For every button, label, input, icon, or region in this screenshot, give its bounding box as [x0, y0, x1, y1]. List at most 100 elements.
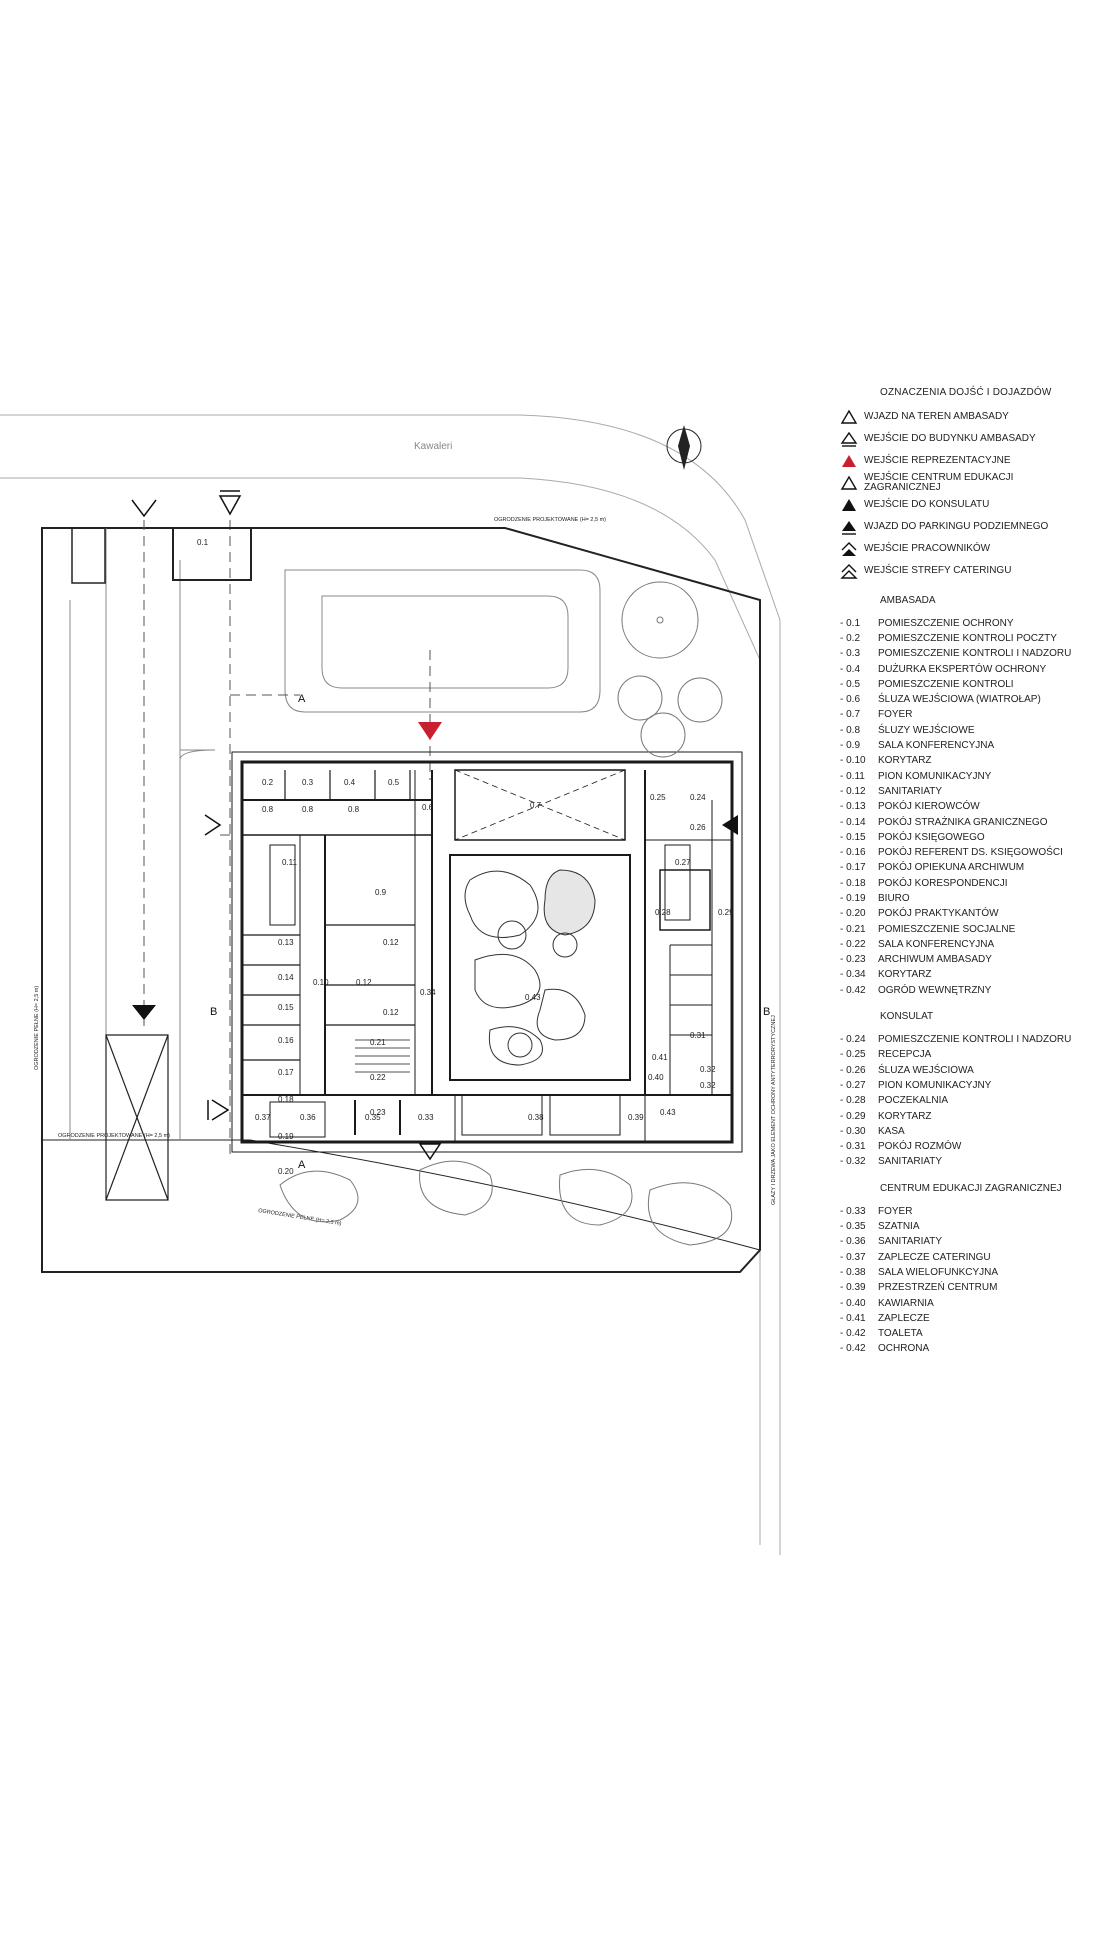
section-a-bottom: A — [298, 1159, 306, 1171]
triangle-double-outline-icon — [840, 564, 858, 579]
legend-room-code: - 0.22 — [840, 938, 866, 950]
legend-room-name: KASA — [878, 1125, 905, 1137]
street-edge-outer — [0, 414, 781, 1555]
room-label: 0.39 — [628, 1113, 644, 1122]
plan-legend: OZNACZENIA DOJŚĆ I DOJAZDÓW WJAZD NA TER… — [840, 388, 1090, 1357]
legend-symbol-label: WEJŚCIE STREFY CATERINGU — [864, 565, 1012, 576]
legend-symbol-row: WEJŚCIE REPREZENTACYJNE — [840, 450, 1090, 472]
legend-room-code: - 0.5 — [840, 678, 861, 690]
section-b-left: B — [210, 1006, 217, 1018]
room-label: 0.4 — [344, 778, 356, 787]
legend-room-code: - 0.40 — [840, 1297, 866, 1309]
legend-room-name: ŚLUZA WEJŚCIOWA (WIATROŁAP) — [878, 694, 1041, 706]
legend-room-code: - 0.18 — [840, 877, 866, 889]
legend-room-code: - 0.28 — [840, 1095, 866, 1107]
vehicle-entry-icon — [131, 499, 157, 518]
legend-room-name: POKÓJ KIEROWCÓW — [878, 801, 980, 813]
room-label: 0.18 — [278, 1095, 294, 1104]
section-b-right: B — [763, 1006, 770, 1018]
legend-room-name: KORYTARZ — [878, 1110, 932, 1122]
room-label: 0.15 — [278, 1003, 294, 1012]
legend-symbol-row: WEJŚCIE CENTRUM EDUKACJI ZAGRANICZNEJ — [840, 472, 1090, 494]
room-label: 0.12 — [383, 938, 399, 947]
main-entrance-red-icon — [418, 722, 442, 740]
legend-room-code: - 0.12 — [840, 785, 866, 797]
legend-room-name: POKÓJ PRAKTYKANTÓW — [878, 908, 999, 920]
room-label: 0.34 — [420, 988, 436, 997]
legend-room-row: - 0.5 POMIESZCZENIE KONTROLI — [840, 677, 1090, 692]
legend-room-name: PRZESTRZEŃ CENTRUM — [878, 1282, 998, 1294]
legend-room-name: SANITARIATY — [878, 1236, 943, 1248]
legend-room-name: RECEPCJA — [878, 1049, 932, 1061]
room-label: 0.6 — [422, 803, 434, 812]
legend-room-code: - 0.41 — [840, 1312, 866, 1324]
legend-room-code: - 0.26 — [840, 1064, 866, 1076]
building-outline — [231, 751, 743, 1153]
legend-room-name: POKÓJ OPIEKUNA ARCHIWUM — [878, 862, 1025, 874]
legend-room-code: - 0.7 — [840, 709, 861, 721]
room-label: 0.25 — [650, 793, 666, 802]
room-label: 0.26 — [690, 823, 706, 832]
street-label: Kawaleri — [414, 441, 452, 452]
room-label: 0.5 — [388, 778, 400, 787]
room-label: 0.13 — [278, 938, 294, 947]
room-label: 0.7 — [530, 801, 542, 810]
legend-room-code: - 0.16 — [840, 847, 866, 859]
room-label: 0.8 — [348, 805, 360, 814]
section-markers: A A B B — [210, 693, 770, 1171]
entrance-markers — [131, 490, 738, 1161]
site-trees — [279, 581, 732, 1246]
ambasada-title: AMBASADA — [880, 595, 936, 606]
room-label: 0.24 — [690, 793, 706, 802]
legend-room-code: - 0.10 — [840, 755, 866, 767]
courtyard-garden — [464, 869, 596, 1066]
legend-symbol-row: WEJŚCIE STREFY CATERINGU — [840, 560, 1090, 582]
legend-room-name: POMIESZCZENIE KONTROLI POCZTY — [878, 632, 1057, 644]
legend-room-row: - 0.39 PRZESTRZEŃ CENTRUM — [840, 1281, 1090, 1296]
room-label: 0.33 — [418, 1113, 434, 1122]
legend-room-code: - 0.33 — [840, 1205, 866, 1217]
legend-room-name: POMIESZCZENIE OCHRONY — [878, 617, 1014, 629]
street-edge-inner — [0, 477, 761, 1545]
legend-room-name: POKÓJ REFERENT DS. KSIĘGOWOŚCI — [878, 847, 1063, 859]
legend-room-code: - 0.31 — [840, 1141, 866, 1153]
legend-room-code: - 0.14 — [840, 816, 866, 828]
room-label: 0.40 — [648, 1073, 664, 1082]
room-label: 0.8 — [302, 805, 314, 814]
legend-symbol-row: WJAZD DO PARKINGU PODZIEMNEGO — [840, 516, 1090, 538]
room-label: 0.35 — [365, 1113, 381, 1122]
room-label: 0.27 — [675, 858, 691, 867]
legend-room-name: POMIESZCZENIE KONTROLI I NADZORU — [878, 1034, 1072, 1046]
legend-room-code: - 0.21 — [840, 923, 866, 935]
side-entry-icon — [204, 814, 222, 836]
legend-room-code: - 0.39 — [840, 1282, 866, 1294]
room-label: 0.19 — [278, 1132, 294, 1141]
legend-room-code: - 0.30 — [840, 1125, 866, 1137]
legend-room-name: POKÓJ KSIĘGOWEGO — [878, 831, 985, 843]
center-entrance-icon — [418, 1143, 442, 1161]
legend-room-code: - 0.6 — [840, 694, 861, 706]
legend-room-name: POMIESZCZENIE KONTROLI — [878, 678, 1014, 690]
room-label: 0.22 — [370, 1073, 386, 1082]
